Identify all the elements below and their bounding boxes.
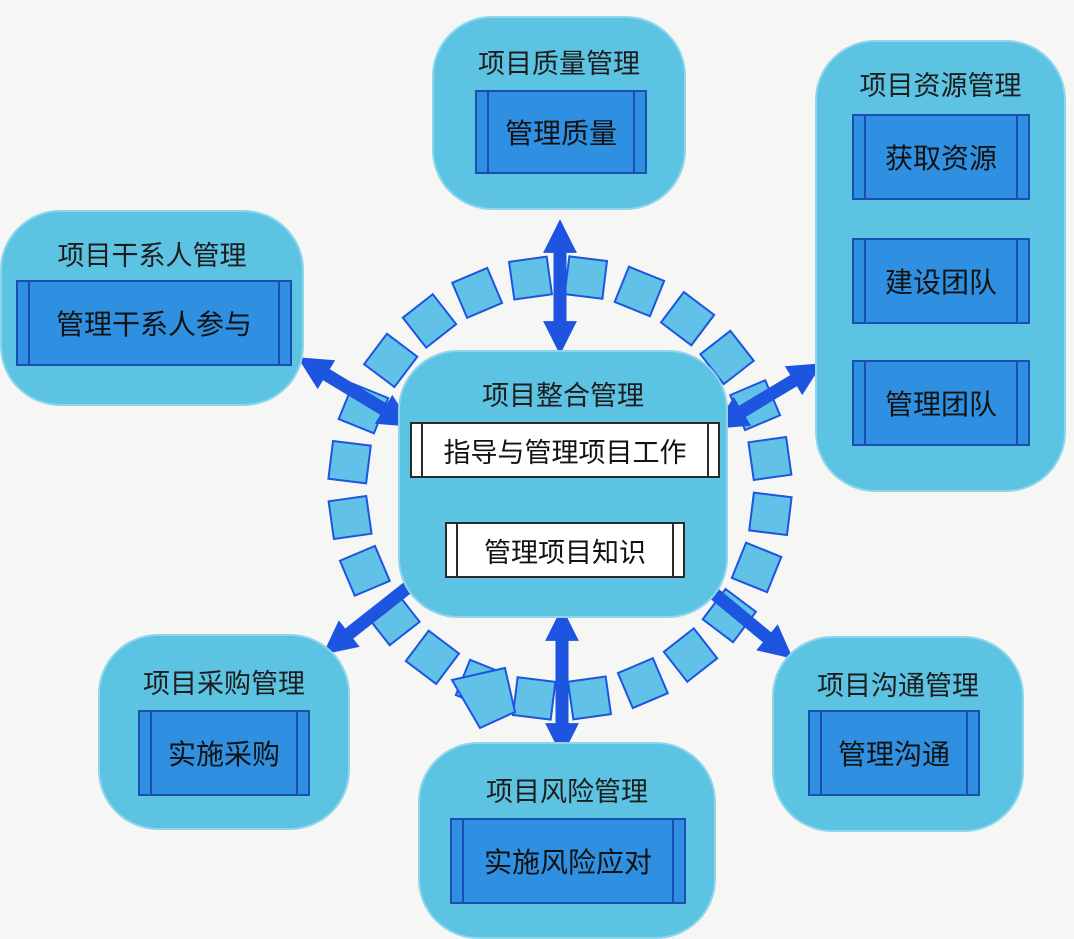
communication-management-area: 项目沟通管理 管理沟通 — [772, 636, 1024, 832]
process-acquire-resources: 获取资源 — [852, 114, 1030, 200]
ring-tile — [748, 491, 793, 537]
ring-tile — [511, 676, 557, 721]
ring-tile — [662, 626, 719, 684]
double-arrow-icon — [713, 363, 823, 429]
process-implement-risk-responses: 实施风险应对 — [450, 818, 686, 904]
integration-management-area: 项目整合管理 指导与管理项目工作 管理项目知识 — [398, 350, 728, 618]
process-develop-team: 建设团队 — [852, 238, 1030, 324]
resource-management-area: 项目资源管理 获取资源 建设团队 管理团队 — [815, 40, 1066, 492]
process-manage-communications: 管理沟通 — [808, 710, 980, 796]
procurement-management-title: 项目采购管理 — [143, 669, 305, 700]
resource-management-title: 项目资源管理 — [859, 71, 1022, 102]
ring-tile — [404, 629, 461, 686]
ring-tile — [507, 255, 554, 301]
process-manage-quality: 管理质量 — [475, 90, 647, 174]
ring-tile — [747, 435, 793, 482]
process-manage-knowledge: 管理项目知识 — [445, 522, 685, 578]
ring-tile — [566, 675, 613, 721]
stakeholder-management-area: 项目干系人管理 管理干系人参与 — [0, 210, 304, 406]
cycle-arrowhead-icon — [450, 666, 517, 730]
process-manage-stakeholder-engagement: 管理干系人参与 — [16, 280, 292, 366]
stakeholder-management-title: 项目干系人管理 — [57, 241, 247, 272]
quality-management-area: 项目质量管理 管理质量 — [432, 16, 686, 210]
ring-tile — [730, 541, 783, 594]
ring-tile — [327, 439, 372, 485]
risk-management-area: 项目风险管理 实施风险应对 — [418, 742, 716, 939]
ring-tile — [563, 255, 609, 300]
procurement-management-area: 项目采购管理 实施采购 — [98, 634, 350, 830]
process-conduct-procurements: 实施采购 — [138, 710, 310, 796]
process-manage-team: 管理团队 — [852, 360, 1030, 446]
communication-management-title: 项目沟通管理 — [817, 671, 979, 702]
double-arrow-icon — [297, 357, 413, 427]
ring-tile — [401, 292, 458, 350]
ring-tile — [450, 266, 504, 320]
risk-management-title: 项目风险管理 — [486, 777, 648, 808]
ring-tile — [659, 290, 716, 347]
ring-tile — [338, 544, 392, 598]
quality-management-title: 项目质量管理 — [478, 49, 640, 80]
ring-tile — [616, 656, 670, 710]
ring-tile — [613, 265, 666, 318]
integration-management-title: 项目整合管理 — [482, 381, 644, 412]
ring-tile — [327, 494, 373, 541]
process-direct-manage-work: 指导与管理项目工作 — [410, 422, 720, 478]
